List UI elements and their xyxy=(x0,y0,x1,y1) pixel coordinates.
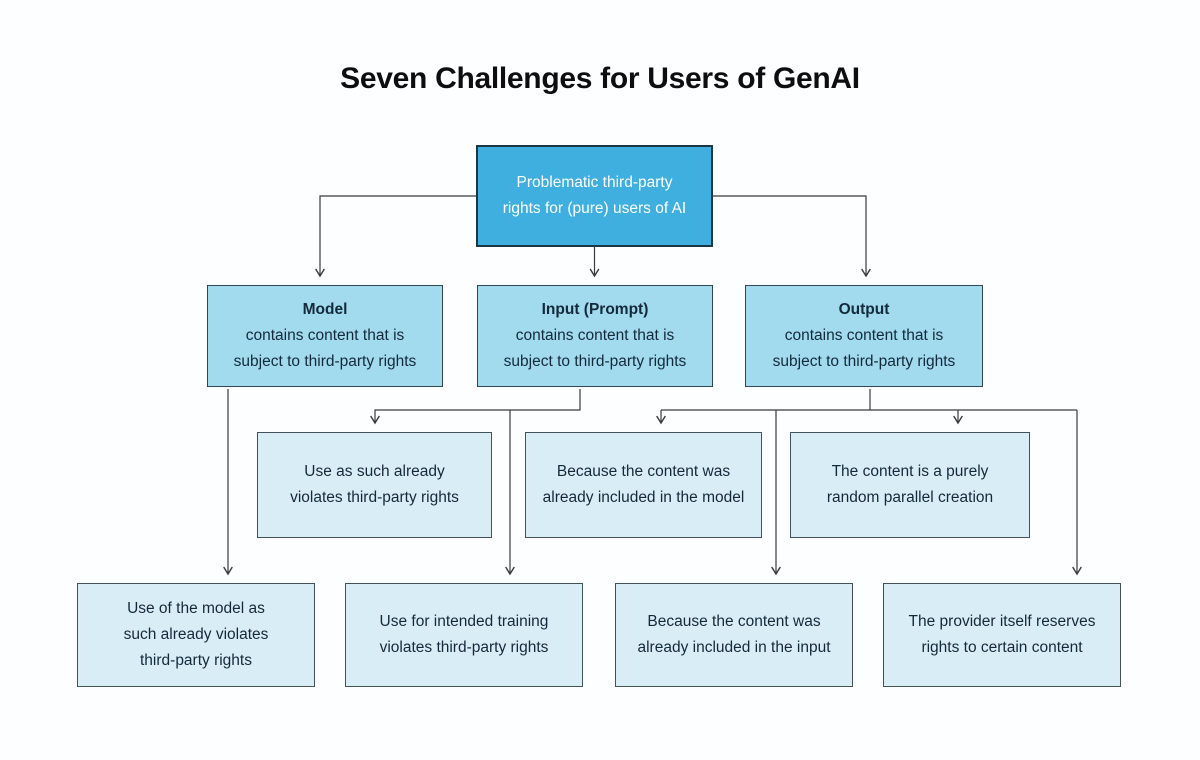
node-use-of-model-label: Use of the model as such already violate… xyxy=(123,600,269,669)
node-root-label: Problematic third-party rights for (pure… xyxy=(502,174,687,217)
node-model: Model contains content that is subject t… xyxy=(207,285,443,387)
node-use-of-model: Use of the model as such already violate… xyxy=(77,583,315,687)
node-included-in-model-label: Because the content was already included… xyxy=(542,463,745,506)
node-output-body: contains content that is subject to thir… xyxy=(772,327,956,370)
node-included-in-input-label: Because the content was already included… xyxy=(637,613,831,656)
node-input-prompt-body: contains content that is subject to thir… xyxy=(503,327,687,370)
node-output: Output contains content that is subject … xyxy=(745,285,983,387)
node-root: Problematic third-party rights for (pure… xyxy=(476,145,713,247)
node-parallel-creation-label: The content is a purely random parallel … xyxy=(826,463,994,506)
node-model-heading: Model xyxy=(302,301,348,318)
node-parallel-creation: The content is a purely random parallel … xyxy=(790,432,1030,538)
node-use-as-such-label: Use as such already violates third-party… xyxy=(290,463,459,506)
edge-root-to-model xyxy=(315,195,476,278)
node-included-in-input: Because the content was already included… xyxy=(615,583,853,687)
node-intended-training: Use for intended training violates third… xyxy=(345,583,583,687)
node-input-prompt-heading: Input (Prompt) xyxy=(541,301,649,318)
node-input-prompt: Input (Prompt) contains content that is … xyxy=(477,285,713,387)
diagram-title: Seven Challenges for Users of GenAI xyxy=(340,62,860,95)
edge-root-to-output xyxy=(713,195,871,278)
node-provider-reserves-label: The provider itself reserves rights to c… xyxy=(908,613,1096,656)
node-model-body: contains content that is subject to thir… xyxy=(233,327,417,370)
node-intended-training-label: Use for intended training violates third… xyxy=(379,613,549,656)
edge-input-to-use-as-such xyxy=(370,389,581,425)
node-output-heading: Output xyxy=(838,301,890,318)
node-use-as-such: Use as such already violates third-party… xyxy=(257,432,492,538)
node-included-in-model: Because the content was already included… xyxy=(525,432,762,538)
node-provider-reserves: The provider itself reserves rights to c… xyxy=(883,583,1121,687)
